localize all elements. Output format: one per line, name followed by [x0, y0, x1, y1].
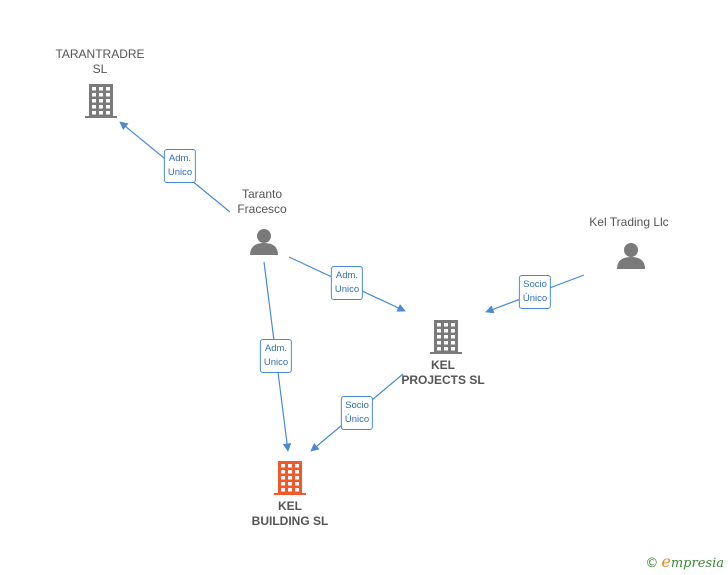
edge-label-taranto-to-kel-building[interactable]: Adm. Unico: [259, 339, 293, 373]
edge-label-taranto-to-tarantradre[interactable]: Adm. Unico: [163, 149, 197, 183]
person-icon-taranto[interactable]: [250, 229, 278, 255]
edge-label-line: Socio: [345, 400, 369, 411]
building-icon-tarantradre[interactable]: [85, 84, 117, 118]
edge-label-line: Único: [344, 414, 370, 425]
node-label-line: KEL: [430, 358, 455, 372]
node-label-kel-trading[interactable]: Kel Trading Llc: [589, 215, 668, 230]
person-icon-kel-trading[interactable]: [617, 243, 645, 269]
copyright-symbol: ©: [645, 556, 659, 571]
brand-initial: e: [661, 552, 671, 571]
building-icon-kel-building[interactable]: [274, 461, 306, 495]
node-label-line: TARANTRADRE: [55, 47, 145, 61]
edge-label-line: Único: [522, 293, 548, 304]
edge-label-line: Adm.: [264, 343, 288, 354]
empresia-logo: ©empresia: [645, 552, 724, 571]
building-icon-kel-projects[interactable]: [430, 320, 462, 354]
brand-name: mpresia: [670, 556, 724, 571]
edge-label-line: Unico: [334, 284, 360, 295]
edge-label-taranto-to-kel-projects[interactable]: Adm. Unico: [330, 266, 364, 300]
node-label-line: PROJECTS SL: [401, 373, 485, 387]
node-label-line: Taranto: [241, 187, 283, 201]
edge-label-line: Adm.: [168, 153, 192, 164]
node-label-line: Fracesco: [237, 202, 287, 216]
node-label-line: KEL: [277, 499, 302, 513]
edge-label-line: Unico: [263, 357, 289, 368]
edge-label-line: Unico: [167, 167, 193, 178]
node-label-line: SL: [92, 62, 108, 76]
edge-label-line: Adm.: [335, 270, 359, 281]
edge-label-line: Socio: [523, 279, 547, 290]
node-label-line: Kel Trading Llc: [589, 214, 669, 229]
node-label-line: BUILDING SL: [251, 514, 329, 528]
